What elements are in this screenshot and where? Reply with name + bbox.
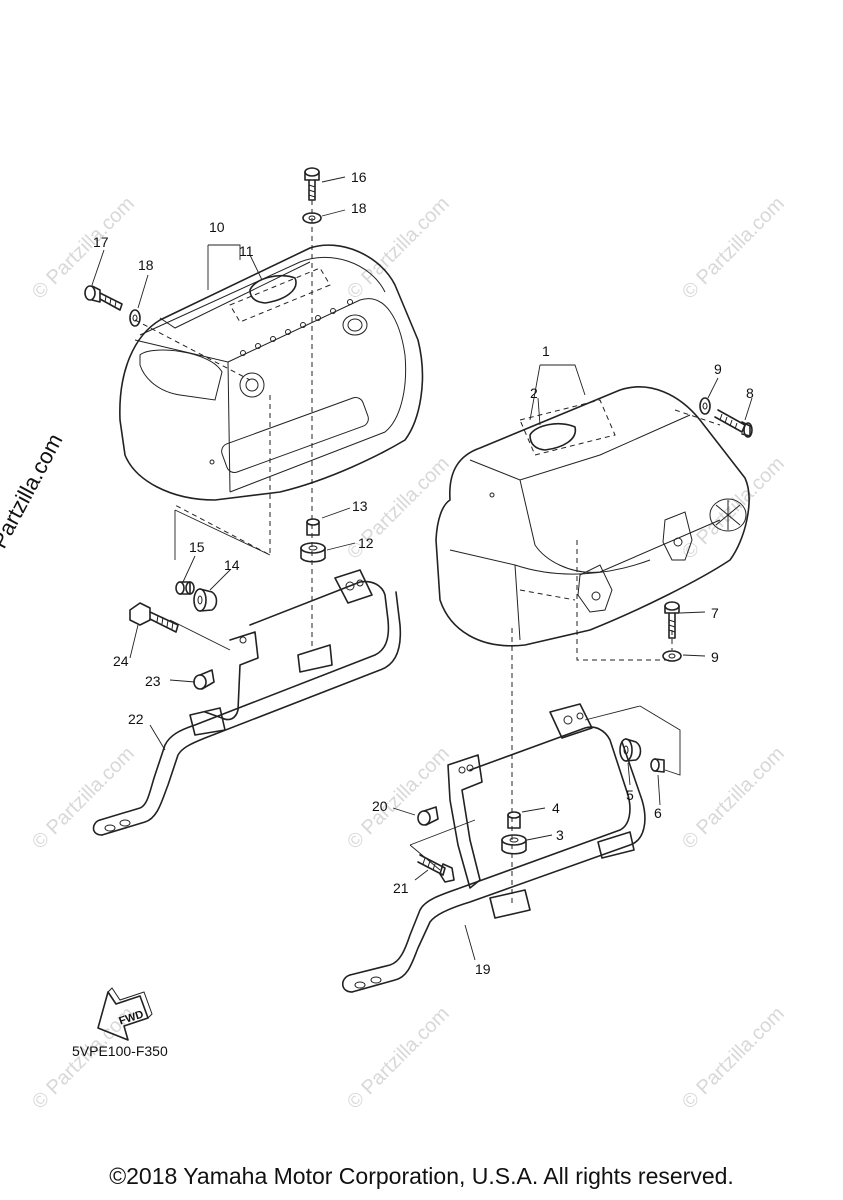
callout-18-left: 18	[138, 257, 154, 273]
bolt-16	[304, 167, 320, 201]
watermark-tile: © Partzilla.com	[343, 1003, 454, 1114]
watermark-tile: © Partzilla.com	[678, 1003, 789, 1114]
callout-10: 10	[209, 219, 225, 235]
left-bracket	[92, 569, 402, 836]
copyright-notice: ©2018 Yamaha Motor Corporation, U.S.A. A…	[109, 1163, 734, 1189]
callout-15: 15	[189, 539, 205, 555]
watermark-tiles: © Partzilla.com © Partzilla.com © Partzi…	[28, 193, 789, 1114]
callout-13: 13	[352, 498, 368, 514]
callout-11: 11	[239, 243, 254, 259]
left-saddlebag	[119, 244, 424, 501]
callout-3: 3	[556, 827, 564, 843]
right-saddlebag	[209, 386, 750, 647]
washer-9-lower	[662, 650, 682, 662]
watermark-tile: © Partzilla.com	[28, 193, 139, 304]
left-bag-rivets	[240, 299, 353, 356]
collar-6	[650, 758, 665, 773]
washer-9-upper	[699, 397, 711, 415]
washer-18-left	[129, 309, 141, 327]
callout-7: 7	[711, 605, 719, 621]
watermark-tile: © Partzilla.com	[678, 743, 789, 854]
callout-18-top: 18	[351, 200, 367, 216]
callout-17: 17	[93, 234, 109, 250]
callout-2: 2	[530, 385, 538, 401]
callout-16: 16	[351, 169, 367, 185]
callout-12: 12	[358, 535, 374, 551]
bolt-17	[84, 285, 123, 311]
bolt-23	[193, 669, 215, 690]
callout-4: 4	[552, 800, 560, 816]
watermark-tile: © Partzilla.com	[678, 453, 789, 564]
callout-21: 21	[393, 880, 409, 896]
collar-13	[306, 518, 320, 536]
grommet-12	[300, 542, 326, 563]
callout-1: 1	[542, 343, 550, 359]
callout-8: 8	[746, 385, 754, 401]
diagram-code: 5VPE100-F350	[72, 1043, 168, 1059]
bolt-8	[714, 409, 753, 438]
callout-6: 6	[654, 805, 662, 821]
callout-20: 20	[372, 798, 388, 814]
assembly-lines	[134, 200, 721, 905]
leader-lines	[91, 176, 753, 961]
callout-14: 14	[224, 557, 240, 573]
watermark-tile: © Partzilla.com	[678, 193, 789, 304]
callout-22: 22	[128, 711, 144, 727]
callout-5: 5	[626, 787, 634, 803]
grommet-3	[501, 834, 527, 855]
callout-9-lower: 9	[711, 649, 719, 665]
callout-9-upper: 9	[714, 361, 722, 377]
watermark-tile: © Partzilla.com	[28, 743, 139, 854]
collar-15	[175, 581, 195, 595]
grommet-5	[619, 738, 642, 762]
grommet-14	[193, 588, 218, 612]
callout-24: 24	[113, 653, 129, 669]
bolt-21	[417, 854, 455, 883]
bolt-24	[129, 602, 179, 633]
callout-23: 23	[145, 673, 161, 689]
callouts: 1 2 3 4 5 6 7 8 9 9 10 11 12 13 14 15 16…	[93, 169, 754, 977]
bolt-20	[417, 806, 439, 826]
callout-19: 19	[475, 961, 491, 977]
watermark-tile: © Partzilla.com	[343, 743, 454, 854]
collar-4	[507, 811, 521, 829]
right-bracket	[341, 703, 646, 993]
